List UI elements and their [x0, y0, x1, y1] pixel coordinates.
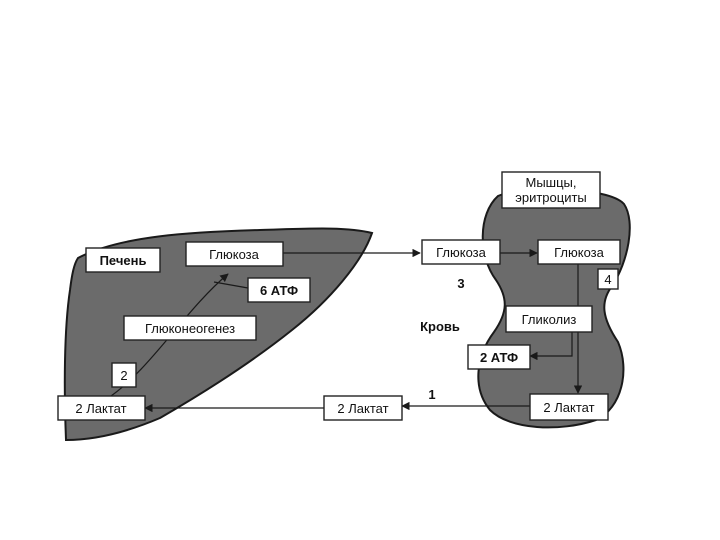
- glycolysis-label: Гликолиз: [522, 312, 577, 327]
- liver-title-box: Печень: [86, 248, 160, 272]
- blood-glucose-label: Глюкоза: [436, 245, 487, 260]
- liver-glucose-box: Глюкоза: [186, 242, 283, 266]
- step-3-label: 3: [457, 276, 464, 291]
- muscle-title-line2: эритроциты: [515, 190, 587, 205]
- muscle-glucose-label: Глюкоза: [554, 245, 605, 260]
- glycolysis-box: Гликолиз: [506, 306, 592, 332]
- blood-lactate-box: 2 Лактат: [324, 396, 402, 420]
- step-2-box: 2: [112, 363, 136, 387]
- muscle-glucose-box: Глюкоза: [538, 240, 620, 264]
- muscle-atp-box: 2 АТФ: [468, 345, 530, 369]
- step-4-label: 4: [604, 272, 611, 287]
- step-1-label: 1: [428, 387, 435, 402]
- step-4-box: 4: [598, 269, 618, 289]
- liver-atp-label: 6 АТФ: [260, 283, 298, 298]
- muscle-atp-label: 2 АТФ: [480, 350, 518, 365]
- liver-atp-box: 6 АТФ: [248, 278, 310, 302]
- liver-title: Печень: [100, 253, 147, 268]
- blood-glucose-box: Глюкоза: [422, 240, 500, 264]
- liver-lactate-label: 2 Лактат: [75, 401, 126, 416]
- gluconeogenesis-box: Глюконеогенез: [124, 316, 256, 340]
- step-2-label: 2: [120, 368, 127, 383]
- blood-lactate-label: 2 Лактат: [337, 401, 388, 416]
- muscle-lactate-label: 2 Лактат: [543, 400, 594, 415]
- gluconeogenesis-label: Глюконеогенез: [145, 321, 235, 336]
- muscle-title-line1: Мышцы,: [525, 175, 576, 190]
- muscle-lactate-box: 2 Лактат: [530, 394, 608, 420]
- liver-lactate-box: 2 Лактат: [58, 396, 145, 420]
- muscle-title-box: Мышцы, эритроциты: [502, 172, 600, 208]
- liver-glucose-label: Глюкоза: [209, 247, 260, 262]
- blood-label: Кровь: [420, 319, 460, 334]
